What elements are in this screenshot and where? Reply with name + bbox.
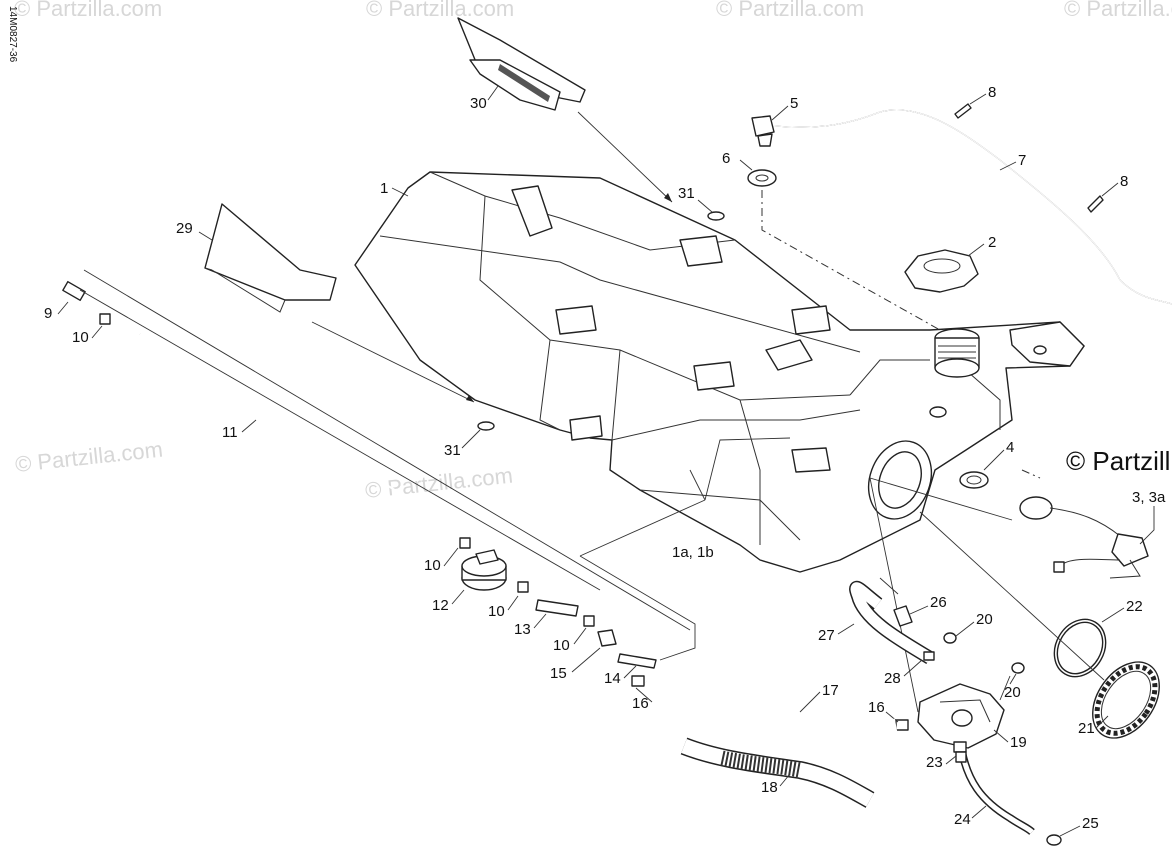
callout-22: 22 xyxy=(1126,598,1143,615)
callout-17: 17 xyxy=(822,682,839,699)
callout-10-top: 10 xyxy=(72,329,89,346)
callout-24: 24 xyxy=(954,811,971,828)
callout-10-mid: 10 xyxy=(424,557,441,574)
callout-6: 6 xyxy=(722,150,730,167)
callout-20-top: 20 xyxy=(976,611,993,628)
grommet-part-6 xyxy=(747,169,777,187)
hose-part-18 xyxy=(680,737,875,808)
callout-20-bottom: 20 xyxy=(1004,684,1021,701)
watermark-corner-text: © Partzill xyxy=(1066,446,1170,476)
callout-13: 13 xyxy=(514,621,531,638)
callout-2: 2 xyxy=(988,234,996,251)
hose-part-27 xyxy=(849,580,934,665)
callout-1a-1b: 1a, 1b xyxy=(672,544,714,561)
grommet-part-4 xyxy=(959,471,989,489)
callout-10-lower: 10 xyxy=(488,603,505,620)
callout-8-right: 8 xyxy=(1120,173,1128,190)
fuel-filter-part-19 xyxy=(917,683,1005,753)
callout-9: 9 xyxy=(44,305,52,322)
heat-shield-part-30 xyxy=(457,17,586,111)
hose-part-24 xyxy=(958,751,1035,835)
fuel-cap-part-2 xyxy=(904,249,979,293)
callout-28: 28 xyxy=(884,670,901,687)
watermark-text: © Partzilla.com xyxy=(14,437,164,477)
callout-11: 11 xyxy=(222,424,238,441)
callout-15: 15 xyxy=(550,665,567,682)
callout-29: 29 xyxy=(176,220,193,237)
drawing-code: 14M0827-36 xyxy=(7,6,18,63)
rod-part-11 xyxy=(139,333,471,537)
watermark-text: © Partzilla.com xyxy=(1064,0,1172,21)
callout-10-low: 10 xyxy=(553,637,570,654)
clamp-part-25 xyxy=(1046,834,1062,846)
heat-shield-part-29 xyxy=(204,203,337,313)
vent-fitting-part-5 xyxy=(751,115,775,147)
callout-1: 1 xyxy=(380,180,388,197)
oring-part-22 xyxy=(1053,618,1107,678)
watermark-text: © Partzilla.com xyxy=(716,0,864,21)
watermark-text: © Partzilla.com xyxy=(366,0,514,21)
callout-16-right: 16 xyxy=(868,699,885,716)
fuel-sensor-part-3 xyxy=(1019,496,1149,579)
hose-part-17 xyxy=(643,675,898,734)
callout-21: 21 xyxy=(1078,720,1095,737)
watermark-text: © Partzilla.com xyxy=(14,0,162,21)
cap-part-26 xyxy=(893,605,913,627)
fitting-chain xyxy=(459,537,657,669)
callout-4: 4 xyxy=(1006,439,1014,456)
clamp-part-28 xyxy=(923,651,935,661)
lock-ring-part-21 xyxy=(1092,661,1160,739)
callout-31-bottom: 31 xyxy=(444,442,461,459)
nut-part-10-top xyxy=(99,313,111,325)
callout-16-left: 16 xyxy=(632,695,649,712)
nut-part-20 xyxy=(943,632,1025,674)
callout-3-3a: 3, 3a xyxy=(1132,489,1166,506)
fuel-tank-part-1 xyxy=(354,171,1085,573)
callout-14: 14 xyxy=(604,670,621,687)
callout-26: 26 xyxy=(930,594,947,611)
clamp-part-23 xyxy=(955,751,967,763)
clip-part-8 xyxy=(954,103,1104,213)
grommet-part-31 xyxy=(477,211,725,431)
callout-23: 23 xyxy=(926,754,943,771)
callout-12: 12 xyxy=(432,597,449,614)
callout-19: 19 xyxy=(1010,734,1027,751)
vent-hose-part-7 xyxy=(773,109,1172,305)
callout-30: 30 xyxy=(470,95,487,112)
callout-8-top: 8 xyxy=(988,84,996,101)
callout-7: 7 xyxy=(1018,152,1026,169)
callout-31-top: 31 xyxy=(678,185,695,202)
callout-5: 5 xyxy=(790,95,798,112)
callout-27: 27 xyxy=(818,627,835,644)
fitting-part-9 xyxy=(62,280,86,302)
callout-18: 18 xyxy=(761,779,778,796)
callout-25: 25 xyxy=(1082,815,1099,832)
